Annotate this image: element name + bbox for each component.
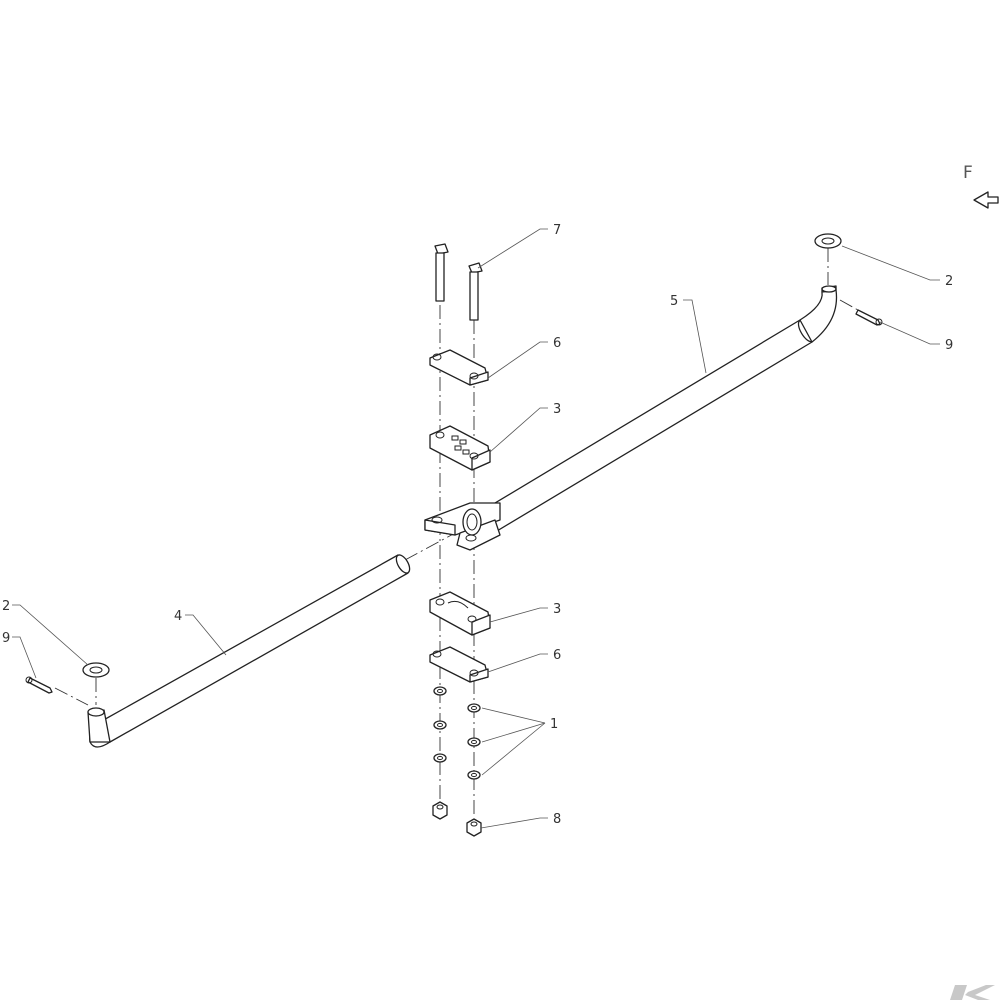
central-bracket (424, 502, 501, 551)
callout-6-bottom: 6 (553, 648, 561, 663)
nuts-part-8 (432, 801, 482, 837)
callout-5: 5 (670, 294, 678, 309)
washer-right-part-2 (814, 233, 842, 249)
callout-9-right: 9 (945, 338, 953, 353)
view-direction-marker: F (963, 163, 999, 209)
assembly-axes (54, 248, 859, 815)
callout-2-right: 2 (945, 274, 953, 289)
callout-labels: 7 6 3 3 6 1 8 5 2 9 4 2 9 (2, 223, 953, 827)
direction-arrow-icon (973, 191, 999, 209)
callout-3-bottom: 3 (553, 602, 561, 617)
plate-top-part-6 (429, 349, 489, 386)
rod-right-part-5 (469, 285, 838, 541)
clamp-bottom-part-3 (429, 591, 491, 636)
callout-7: 7 (553, 223, 561, 238)
callout-9-left: 9 (2, 631, 10, 646)
plate-bottom-part-6 (429, 646, 489, 683)
washers-part-1 (433, 686, 481, 780)
clamp-top-part-3 (429, 425, 491, 471)
callout-6-top: 6 (553, 336, 561, 351)
washer-left-part-2 (82, 662, 110, 678)
brand-logo-icon (950, 985, 995, 1000)
view-letter: F (963, 163, 973, 183)
callout-leaders (12, 228, 940, 829)
callout-3-top: 3 (553, 402, 561, 417)
callout-1: 1 (550, 717, 558, 732)
pin-left-part-9 (25, 676, 53, 694)
pin-right-part-9 (855, 309, 883, 326)
callout-2-left: 2 (2, 599, 10, 614)
bolts-part-7 (434, 243, 483, 321)
callout-8: 8 (553, 812, 561, 827)
rod-left-part-4 (87, 554, 411, 748)
callout-4: 4 (174, 609, 182, 624)
